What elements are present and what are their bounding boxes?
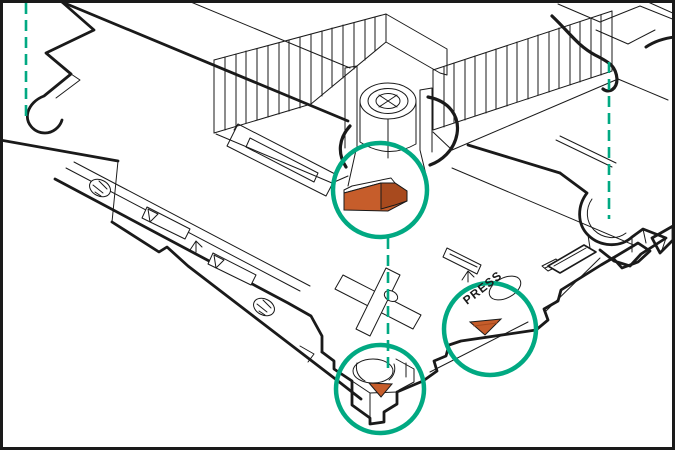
heatsink-base-edge: [215, 78, 669, 184]
rail-slot: [555, 135, 617, 168]
annotations: PRESS: [24, 3, 611, 436]
bolster-se-edge: [421, 256, 615, 383]
keying-boss: [226, 123, 338, 197]
tray-back-edge: [60, 0, 350, 123]
retention-wire-right: [426, 95, 460, 167]
tray-front-edge: [110, 220, 363, 401]
keying-slot: [141, 206, 191, 240]
bolster-plate: [53, 123, 675, 426]
retention-wire-corner: [550, 14, 619, 93]
callout-circle-bolster-corner: [333, 342, 427, 436]
tray-notch-outline: [26, 0, 96, 135]
guide-post: [344, 65, 433, 187]
socket-cross-cutout: [334, 267, 422, 337]
heatsink-fins-right: [432, 10, 613, 131]
retention-wire-left: [338, 124, 352, 169]
tray-left-front-edge: [0, 138, 120, 163]
screw-hole: [253, 297, 275, 317]
heatsink-top-ridge: [385, 13, 448, 76]
tray-notch-detail: [55, 73, 81, 99]
keying-slot: [442, 247, 482, 275]
alignment-marker-triangle-corner: [367, 382, 394, 398]
keying-slot: [207, 252, 257, 286]
heatsink: [213, 1, 675, 187]
heatsink-fin-contour-left: [213, 13, 387, 134]
arrow-up-icon: [189, 240, 203, 253]
callout-circle-carrier-corner: [330, 140, 430, 240]
bolster-surface-crease: [451, 167, 637, 247]
tray-corner-step: [111, 160, 119, 223]
alignment-marker-corner-wedge: [343, 177, 408, 212]
tray-inner-edge: [185, 0, 351, 69]
corner-tab: [611, 224, 675, 270]
guide-post-tab-left: [344, 65, 358, 151]
guide-post-key-cross: [378, 94, 398, 108]
bolster-corner-post: [299, 345, 425, 426]
rect-cutout: [547, 244, 597, 274]
heatsink-fins-left: [213, 13, 387, 134]
bolster-rail-crease-2: [73, 161, 311, 287]
arrow-up-icon: [461, 270, 475, 283]
screw-hole: [89, 178, 111, 198]
heatsink-fin-contour-right: [432, 10, 613, 131]
press-point-ellipse: [488, 275, 522, 301]
triangle-fold-line: [473, 322, 498, 327]
alignment-marker-triangle-press: [468, 318, 503, 336]
heatsink-corner-assembly: [550, 1, 675, 93]
chassis-tray: [0, 0, 363, 401]
callout-circle-press-zone: [441, 280, 539, 378]
bolster-se-crease: [429, 257, 601, 373]
heatsink-ne-plate-edge: [466, 143, 562, 175]
corner-guide-bracket: [558, 171, 668, 268]
